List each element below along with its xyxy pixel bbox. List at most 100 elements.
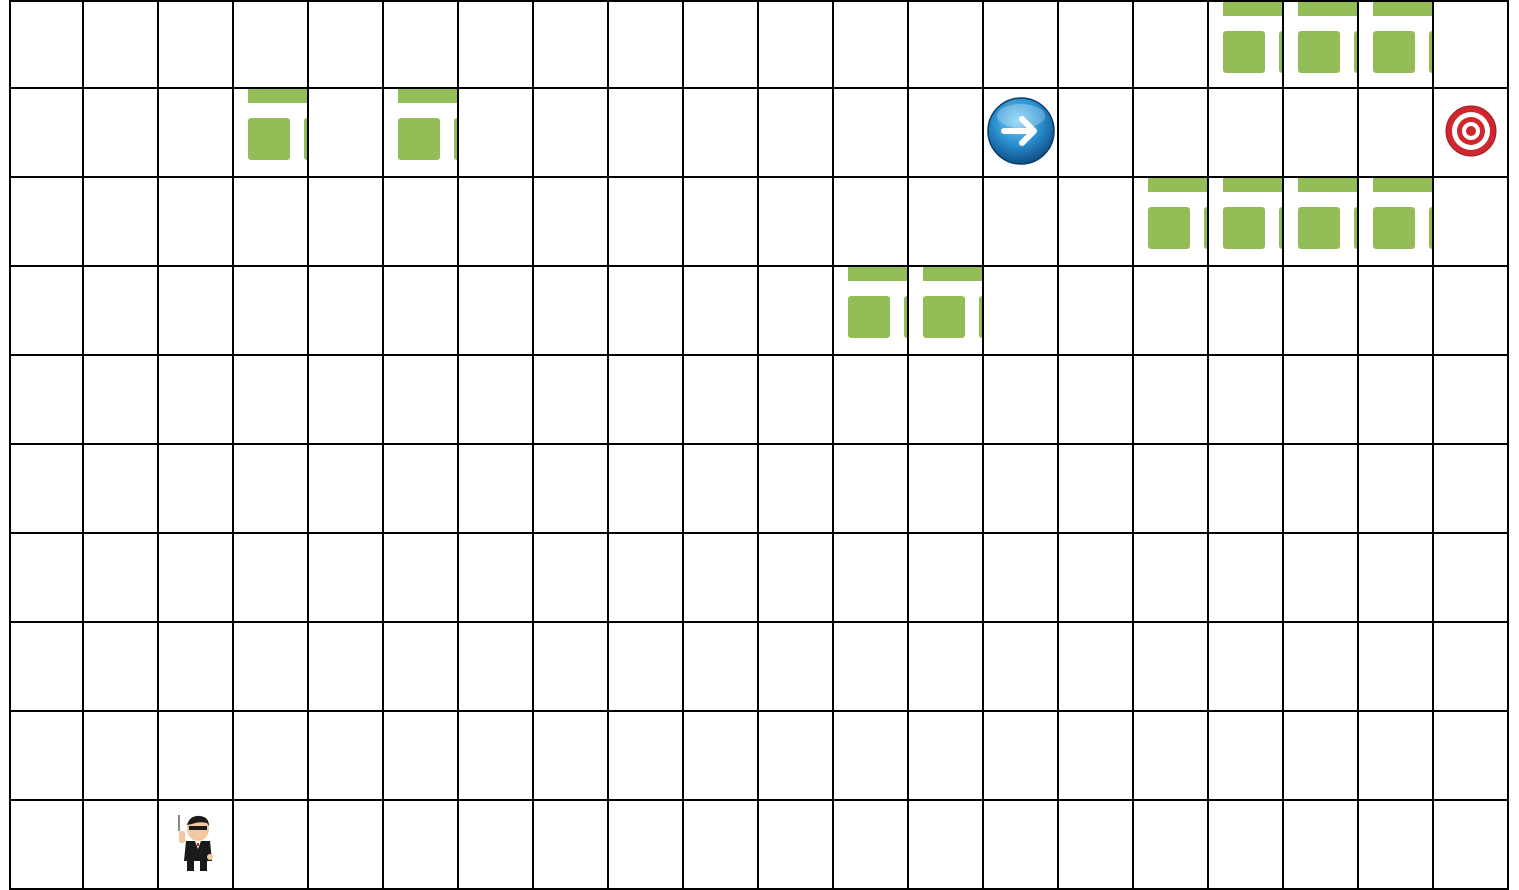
board-cell[interactable] (684, 178, 759, 267)
board-cell[interactable] (9, 445, 84, 534)
board-cell[interactable] (459, 801, 534, 890)
board-cell[interactable] (384, 712, 459, 801)
board-cell[interactable] (684, 712, 759, 801)
board-cell[interactable] (834, 89, 909, 178)
board-cell[interactable] (159, 356, 234, 445)
board-cell[interactable] (534, 712, 609, 801)
board-cell[interactable] (909, 623, 984, 712)
board-cell[interactable] (459, 534, 534, 623)
board-cell[interactable] (84, 0, 159, 89)
board-cell[interactable] (234, 801, 309, 890)
board-cell[interactable] (759, 89, 834, 178)
board-cell[interactable] (1134, 534, 1209, 623)
board-cell[interactable] (9, 178, 84, 267)
board-cell[interactable] (309, 801, 384, 890)
board-cell[interactable] (159, 178, 234, 267)
board-cell[interactable] (1434, 801, 1509, 890)
board-cell[interactable] (984, 267, 1059, 356)
board-cell[interactable] (534, 801, 609, 890)
board-cell[interactable] (834, 623, 909, 712)
board-cell[interactable] (759, 712, 834, 801)
board-cell[interactable] (84, 534, 159, 623)
board-cell[interactable] (984, 534, 1059, 623)
board-cell[interactable] (1434, 712, 1509, 801)
board-cell[interactable] (1209, 445, 1284, 534)
board-cell[interactable] (1059, 801, 1134, 890)
board-cell[interactable] (1434, 0, 1509, 89)
board-cell[interactable] (1059, 178, 1134, 267)
board-cell[interactable] (1059, 534, 1134, 623)
board-cell[interactable] (159, 534, 234, 623)
board-cell[interactable] (1434, 267, 1509, 356)
board-cell[interactable] (234, 623, 309, 712)
arrow-right-icon[interactable] (986, 96, 1056, 170)
board-cell[interactable] (1059, 267, 1134, 356)
board-cell[interactable] (9, 89, 84, 178)
board-cell[interactable] (159, 267, 234, 356)
board-cell[interactable] (1059, 89, 1134, 178)
board-cell[interactable] (159, 623, 234, 712)
board-cell[interactable] (609, 89, 684, 178)
board-cell[interactable] (384, 445, 459, 534)
board-cell[interactable] (609, 356, 684, 445)
board-cell[interactable] (909, 534, 984, 623)
board-cell[interactable] (834, 0, 909, 89)
board-cell[interactable] (984, 0, 1059, 89)
board-cell[interactable] (1359, 623, 1434, 712)
board-cell[interactable] (1134, 267, 1209, 356)
board-cell[interactable] (684, 267, 759, 356)
board-cell[interactable] (1209, 801, 1284, 890)
board-cell[interactable] (984, 356, 1059, 445)
board-cell[interactable] (1209, 712, 1284, 801)
board-cell[interactable] (1134, 712, 1209, 801)
board-cell[interactable] (1059, 445, 1134, 534)
board-cell[interactable] (1059, 712, 1134, 801)
board-cell[interactable] (1209, 623, 1284, 712)
board-cell[interactable] (1134, 356, 1209, 445)
board-cell[interactable] (459, 267, 534, 356)
board-cell[interactable] (534, 356, 609, 445)
board-cell[interactable] (1359, 178, 1434, 267)
board-cell[interactable] (1434, 89, 1509, 178)
board-cell[interactable] (534, 445, 609, 534)
board-cell[interactable] (1284, 801, 1359, 890)
board-cell[interactable] (609, 801, 684, 890)
board-cell[interactable] (1434, 356, 1509, 445)
board-cell[interactable] (534, 623, 609, 712)
board-cell[interactable] (984, 178, 1059, 267)
board-cell[interactable] (84, 178, 159, 267)
board-cell[interactable] (1134, 445, 1209, 534)
board-cell[interactable] (384, 178, 459, 267)
board-cell[interactable] (234, 445, 309, 534)
board-cell[interactable] (684, 89, 759, 178)
board-cell[interactable] (234, 712, 309, 801)
board-cell[interactable] (1209, 534, 1284, 623)
board-cell[interactable] (459, 178, 534, 267)
board-cell[interactable] (609, 178, 684, 267)
board-cell[interactable] (1209, 178, 1284, 267)
board-cell[interactable] (534, 534, 609, 623)
board-cell[interactable] (1284, 0, 1359, 89)
board-cell[interactable] (9, 623, 84, 712)
board-cell[interactable] (534, 267, 609, 356)
board-cell[interactable] (1284, 178, 1359, 267)
board-cell[interactable] (234, 356, 309, 445)
board-cell[interactable] (1359, 267, 1434, 356)
board-cell[interactable] (1434, 445, 1509, 534)
board-cell[interactable] (1209, 0, 1284, 89)
board-cell[interactable] (1284, 89, 1359, 178)
board-cell[interactable] (759, 623, 834, 712)
board-cell[interactable] (759, 178, 834, 267)
board-cell[interactable] (459, 0, 534, 89)
board-cell[interactable] (534, 89, 609, 178)
board-cell[interactable] (684, 445, 759, 534)
board-cell[interactable] (9, 0, 84, 89)
board-cell[interactable] (759, 0, 834, 89)
board-cell[interactable] (234, 267, 309, 356)
board-cell[interactable] (84, 801, 159, 890)
board-cell[interactable] (459, 445, 534, 534)
board-cell[interactable] (309, 534, 384, 623)
board-cell[interactable] (759, 534, 834, 623)
board-cell[interactable] (459, 712, 534, 801)
board-cell[interactable] (984, 801, 1059, 890)
